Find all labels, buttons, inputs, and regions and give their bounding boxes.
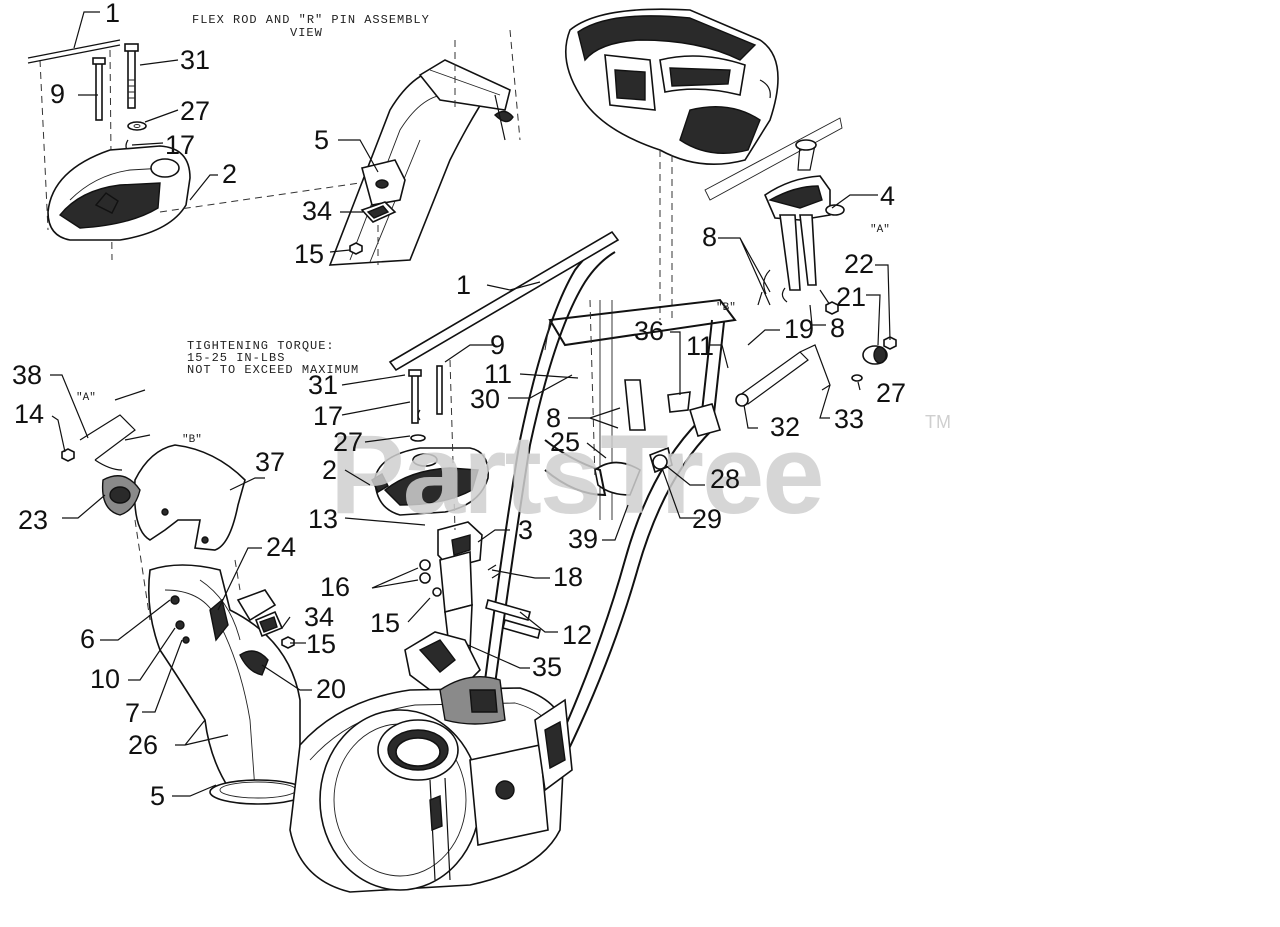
callout-27-right: 27 [876,378,906,408]
callout-3: 3 [518,515,533,545]
callout-32: 32 [770,412,800,442]
watermark-trademark: TM [925,412,951,432]
callout-8-right-low: 8 [830,313,845,343]
flex-rod-note-line2: VIEW [290,26,323,40]
callout-31-top: 31 [180,45,210,75]
callout-5-bottom: 5 [150,781,165,811]
callout-39: 39 [568,524,598,554]
callout-2-top: 2 [222,159,237,189]
callout-30: 30 [470,384,500,414]
callout-15-left: 15 [306,629,336,659]
callout-2-mid: 2 [322,455,337,485]
callout-33: 33 [834,404,864,434]
callout-1-top: 1 [105,0,120,28]
callout-15-mid: 15 [370,608,400,638]
tag-a-right: "A" [870,224,890,236]
callout-8-right-high: 8 [702,222,717,252]
inset-flex-rod-view [27,39,381,261]
callout-24: 24 [266,532,296,562]
callout-5-top: 5 [314,125,329,155]
callout-36: 36 [634,316,664,346]
callout-35: 35 [532,652,562,682]
callout-9-mid: 9 [490,330,505,360]
callout-10: 10 [90,664,120,694]
callout-28: 28 [710,464,740,494]
callout-18: 18 [553,562,583,592]
dash-console [564,8,779,320]
callout-13: 13 [308,504,338,534]
leader-lines [50,11,891,797]
chute-tilt-assembly [328,29,521,266]
callout-6: 6 [80,624,95,654]
flex-rod-note-line1: FLEX ROD AND "R" PIN ASSEMBLY [192,13,430,27]
callout-25: 25 [550,427,580,457]
callout-14: 14 [14,399,44,429]
callout-23: 23 [18,505,48,535]
callout-37: 37 [255,447,285,477]
callout-22: 22 [844,249,874,279]
callout-9-top: 9 [50,79,65,109]
callout-15-top: 15 [294,239,324,269]
tag-a-left: "A" [76,392,96,404]
tag-b-right: "B" [716,302,736,314]
callout-7: 7 [125,698,140,728]
callout-26: 26 [128,730,158,760]
auger-housing [289,299,596,893]
callout-8-mid: 8 [546,403,561,433]
callouts: 1 31 9 27 17 2 5 34 15 1 9 11 30 8 25 28… [12,0,906,811]
tag-b-left: "B" [182,434,202,446]
callout-17-mid: 17 [313,401,343,431]
callout-29: 29 [692,504,722,534]
callout-4: 4 [880,181,895,211]
callout-38: 38 [12,360,42,390]
shift-control [704,117,897,382]
callout-12: 12 [562,620,592,650]
watermark-text: PartsTree [330,412,823,537]
callout-19: 19 [784,314,814,344]
callout-1-mid: 1 [456,270,471,300]
torque-note-line1: TIGHTENING TORQUE: [187,339,335,353]
callout-20: 20 [316,674,346,704]
callout-34-top: 34 [302,196,332,226]
callout-16: 16 [320,572,350,602]
chute-pieces [61,389,307,805]
torque-note-line3: NOT TO EXCEED MAXIMUM [187,363,359,377]
callout-11-right: 11 [686,331,714,361]
callout-31-mid: 31 [308,370,338,400]
callout-17-top: 17 [165,130,195,160]
callout-27-mid: 27 [333,427,363,457]
callout-27-top: 27 [180,96,210,126]
callout-21: 21 [836,282,866,312]
torque-note-line2: 15-25 IN-LBS [187,351,285,365]
callout-34-left: 34 [304,602,334,632]
callout-11-mid: 11 [484,359,512,389]
